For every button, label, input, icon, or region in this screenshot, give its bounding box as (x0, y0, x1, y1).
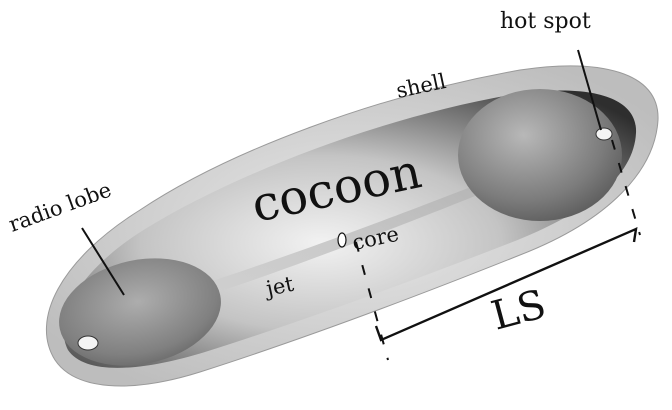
radio-lobe-label: radio lobe (6, 177, 115, 236)
right-radio-lobe (458, 89, 622, 221)
hot-spot-left (78, 336, 98, 350)
hot-spot-right (596, 128, 612, 140)
core-marker (338, 233, 346, 247)
hot-spot-label: hot spot (500, 9, 591, 34)
